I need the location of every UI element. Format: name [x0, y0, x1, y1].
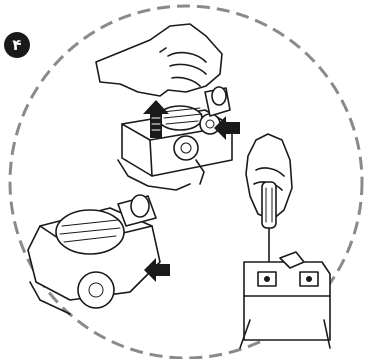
upper-scene	[96, 24, 240, 190]
step-number-badge: ۴	[4, 32, 30, 58]
right-scene	[240, 134, 330, 348]
lower-scene	[28, 195, 170, 314]
